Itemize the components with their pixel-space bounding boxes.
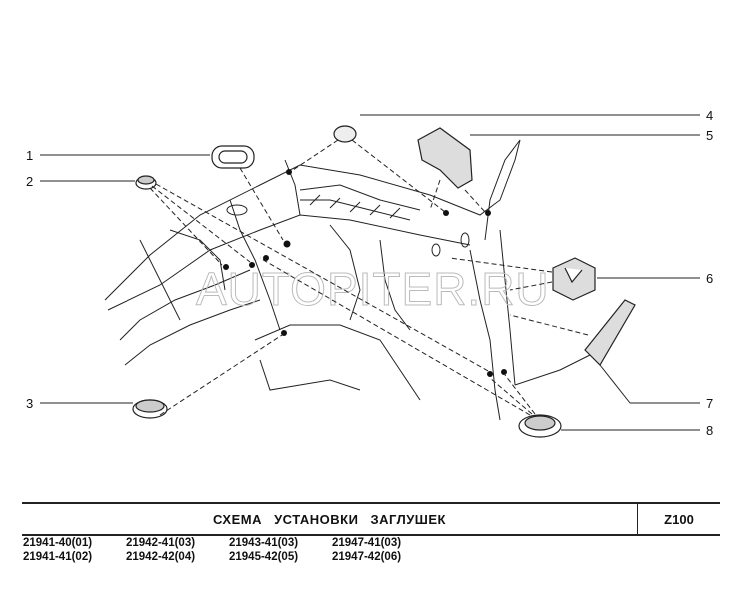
diagram-code: Z100 (637, 504, 720, 534)
dashed-arrows (149, 139, 589, 416)
part-5-bracket (417, 127, 473, 189)
callout-5: 5 (706, 128, 713, 143)
model-code: 21942-42(04) (126, 551, 196, 563)
model-code: 21947-42(06) (332, 551, 402, 563)
part-4-flat-plug (333, 125, 357, 143)
parts (132, 125, 636, 438)
installation-diagram: AUTOPITER.RU (26, 108, 713, 438)
callout-7: 7 (706, 396, 713, 411)
model-code: 21942-41(03) (126, 537, 196, 549)
part-6-block (552, 257, 596, 301)
model-code: 21941-41(02) (23, 551, 93, 563)
model-code: 21947-41(03) (332, 537, 402, 549)
callout-numbers: 1 2 3 4 5 6 7 8 (26, 108, 713, 438)
model-list: 21941-40(01) 21942-41(03) 21943-41(03) 2… (23, 537, 435, 563)
diagram-title: СХЕМА УСТАНОВКИ ЗАГЛУШЕК (213, 511, 446, 527)
model-code: 21941-40(01) (23, 537, 93, 549)
callout-2: 2 (26, 174, 33, 189)
part-7-strip (584, 299, 636, 366)
callout-3: 3 (26, 396, 33, 411)
callout-8: 8 (706, 423, 713, 438)
model-code: 21943-41(03) (229, 537, 299, 549)
part-1-oval-plug (211, 145, 255, 169)
watermark: AUTOPITER.RU (196, 263, 550, 315)
callout-6: 6 (706, 271, 713, 286)
title-block: СХЕМА УСТАНОВКИ ЗАГЛУШЕК Z100 (22, 502, 720, 536)
part-2-small-plug (135, 175, 157, 190)
callout-1: 1 (26, 148, 33, 163)
part-8-ring-plug (518, 414, 562, 438)
mount-points (223, 169, 507, 377)
part-3-round-plug (132, 399, 168, 419)
leader-lines (40, 114, 700, 431)
callout-4: 4 (706, 108, 713, 123)
model-code: 21945-42(05) (229, 551, 299, 563)
car-body-drawing (104, 139, 601, 421)
